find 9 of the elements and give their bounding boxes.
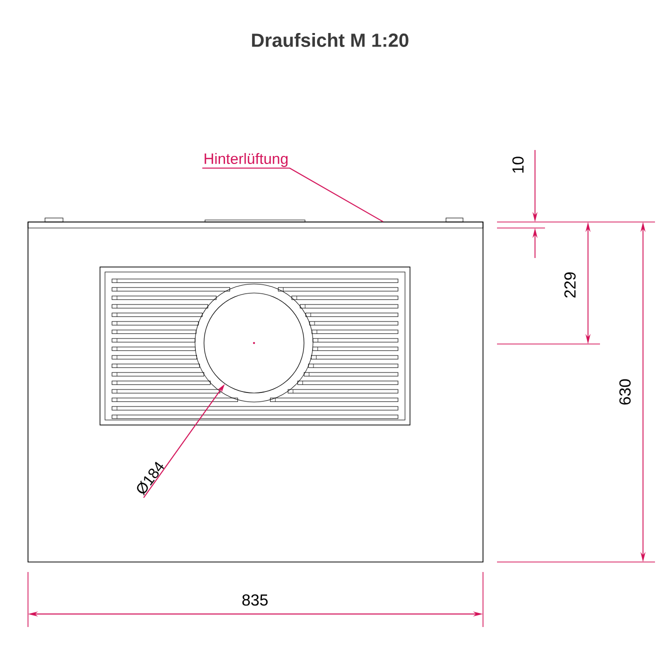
title: Draufsicht M 1:20 (252, 33, 408, 47)
flue-collar (204, 292, 304, 394)
dimension-text: 10 (512, 156, 524, 173)
dimension-text: 229 (564, 272, 576, 298)
rear-vent-strip (28, 222, 484, 228)
dimension-text: 630 (619, 379, 631, 405)
dimension-text: 835 (242, 594, 268, 606)
leader-line (202, 168, 384, 222)
hint-text: Hinterlüftung (204, 153, 288, 167)
